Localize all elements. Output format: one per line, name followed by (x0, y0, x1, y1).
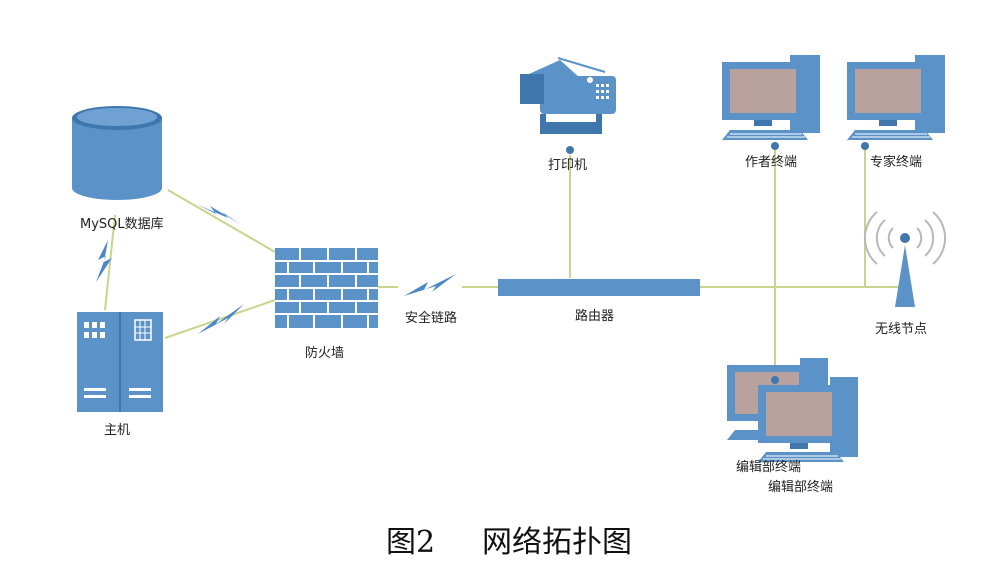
lightning-secure-link-icon (404, 274, 456, 296)
printer-label: 打印机 (548, 158, 587, 173)
router-label: 路由器 (575, 308, 614, 324)
line-db-to-firewall (167, 189, 276, 253)
lightning-host-firewall-icon (198, 304, 244, 334)
firewall-label: 防火墙 (305, 345, 344, 361)
figure-number: 图2 (386, 525, 435, 560)
line-host-to-firewall (164, 299, 276, 339)
firewall-icon (275, 248, 378, 328)
printer-icon (520, 57, 616, 154)
reviewer-terminal-icon (847, 55, 945, 150)
editor-terminal-label-1: 编辑部终端 (736, 459, 801, 475)
line-db-to-host (104, 214, 116, 311)
wireless-node-label: 无线节点 (875, 322, 927, 337)
database-label: MySQL数据库 (80, 216, 164, 232)
database-icon (72, 106, 162, 200)
author-terminal-icon (722, 55, 820, 150)
editor-terminal-front-icon (758, 377, 858, 462)
secure-link-label: 安全链路 (405, 310, 457, 326)
host-server-icon (77, 312, 163, 412)
connection-lines (104, 148, 905, 380)
reviewer-terminal-label: 专家终端 (870, 154, 922, 170)
wireless-node-icon (863, 211, 947, 307)
author-terminal-label: 作者终端 (745, 154, 797, 170)
figure-title: 网络拓扑图 (482, 525, 632, 560)
editor-terminal-label-2: 编辑部终端 (768, 479, 833, 495)
lightning-db-host-icon (96, 240, 112, 282)
host-label: 主机 (104, 423, 130, 438)
router-icon (498, 279, 700, 296)
lightning-db-firewall-icon (196, 204, 240, 224)
